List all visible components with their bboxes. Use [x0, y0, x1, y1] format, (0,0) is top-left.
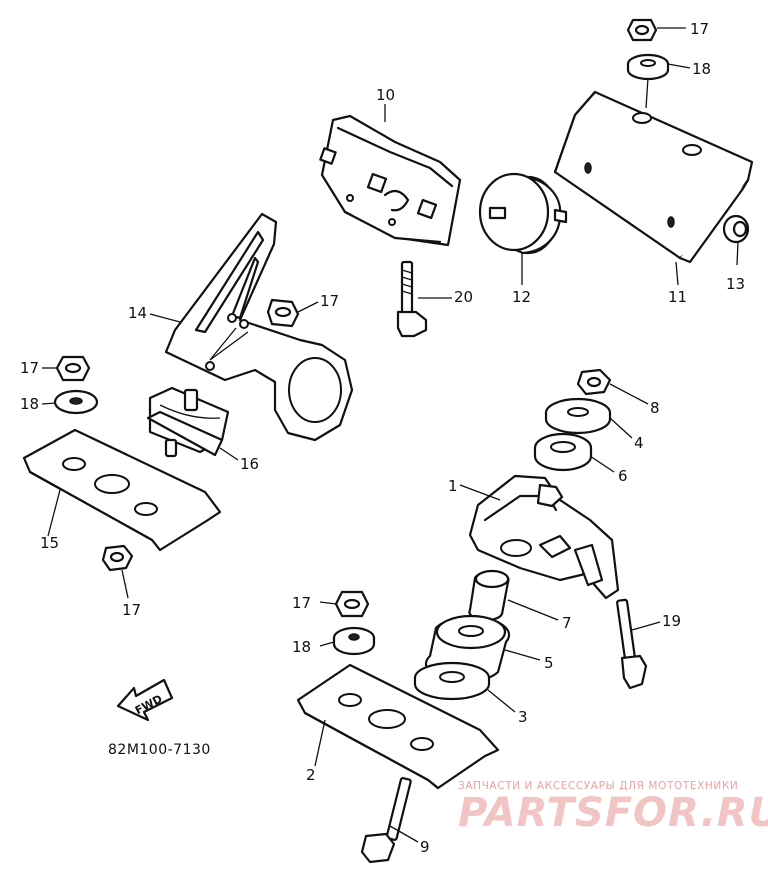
callout-8: 8 — [650, 399, 660, 417]
part-20-bolt — [396, 260, 428, 338]
callout-9: 9 — [420, 838, 430, 856]
watermark-logo: PARTSFOR.RU — [458, 790, 768, 836]
part-4-washer — [544, 397, 612, 435]
part-15-plate — [22, 428, 222, 552]
part-6-collar — [533, 432, 593, 472]
part-16-rubber-mount — [146, 386, 230, 458]
fwd-arrow: FWD — [116, 678, 174, 722]
callout-11: 11 — [668, 288, 687, 306]
callout-19: 19 — [662, 612, 681, 630]
callout-17-bottom: 17 — [122, 601, 141, 619]
callout-4: 4 — [634, 434, 644, 452]
callout-18-left: 18 — [20, 395, 39, 413]
callout-15: 15 — [40, 534, 59, 552]
callout-17-lower: 17 — [292, 594, 311, 612]
part-17-nut-left — [55, 355, 91, 382]
part-17-nut-mid — [266, 298, 300, 328]
callout-7: 7 — [562, 614, 572, 632]
part-18-washer-top — [626, 53, 670, 81]
part-13-grommet — [722, 214, 750, 244]
callout-1: 1 — [448, 477, 458, 495]
part-2-plate — [296, 663, 500, 790]
part-18-washer-lower — [332, 626, 376, 656]
callout-20: 20 — [454, 288, 473, 306]
callout-2: 2 — [306, 766, 316, 784]
callout-6: 6 — [618, 467, 628, 485]
callout-5: 5 — [544, 654, 554, 672]
callout-14: 14 — [128, 304, 147, 322]
callout-18-lower: 18 — [292, 638, 311, 656]
callout-3: 3 — [518, 708, 528, 726]
part-7-collar — [468, 569, 510, 622]
callout-13: 13 — [726, 275, 745, 293]
part-14-stay — [164, 212, 354, 442]
callout-16: 16 — [240, 455, 259, 473]
part-17-nut-bottom-left — [101, 544, 134, 572]
callout-12: 12 — [512, 288, 531, 306]
callout-17-top: 17 — [690, 20, 709, 38]
drawing-code: 82M100-7130 — [108, 742, 211, 758]
watermark-tagline: ЗАПЧАСТИ И АКСЕССУАРЫ ДЛЯ МОТОТЕХНИКИ — [458, 780, 738, 792]
leader-lines — [41, 27, 739, 843]
callout-18-top: 18 — [692, 60, 711, 78]
part-1-bracket — [468, 474, 620, 600]
watermark: ЗАПЧАСТИ И АКСЕССУАРЫ ДЛЯ МОТОТЕХНИКИ PA… — [458, 780, 768, 836]
part-11-cover — [553, 90, 754, 264]
callout-17-left: 17 — [20, 359, 39, 377]
part-9-bolt — [360, 777, 412, 864]
part-17-nut-lower — [334, 590, 370, 618]
callout-17-mid: 17 — [320, 292, 339, 310]
part-12-damper — [478, 172, 568, 255]
callout-numbers: 1 2 3 4 5 6 7 8 9 10 11 12 13 14 15 16 1… — [20, 20, 745, 856]
part-10-bracket — [319, 114, 462, 247]
part-19-bolt — [616, 598, 648, 690]
part-17-nut-top — [626, 18, 658, 42]
part-8-nut — [576, 368, 612, 396]
part-18-washer-left — [53, 389, 99, 415]
part-3-washer — [413, 661, 491, 701]
callout-10: 10 — [376, 86, 395, 104]
